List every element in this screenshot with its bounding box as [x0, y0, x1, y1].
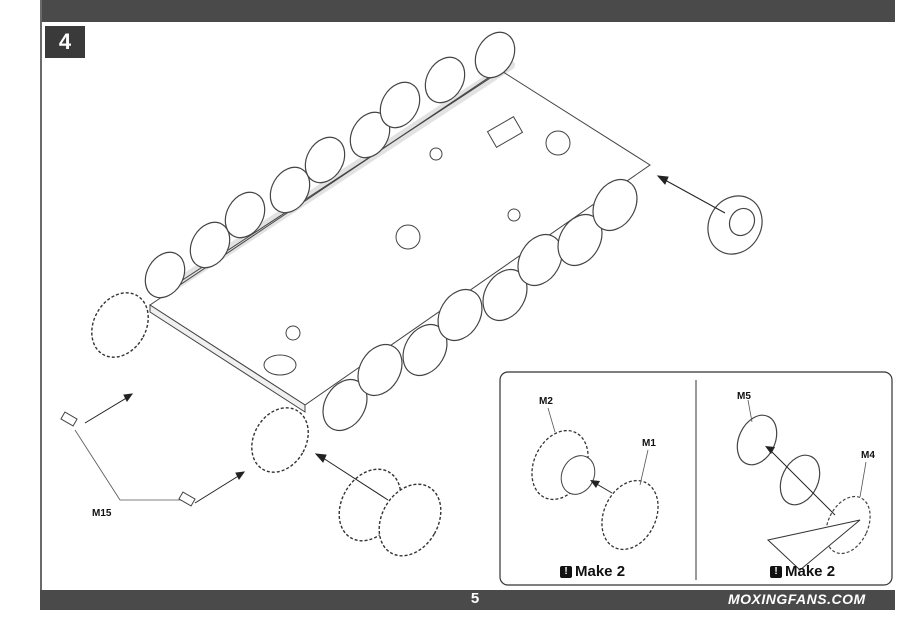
exclamation-icon: ! [770, 565, 782, 578]
part-label-m1: M1 [642, 438, 656, 449]
top-header-bar [40, 0, 895, 22]
hull-hatch-covers [263, 116, 571, 376]
left-margin-line [40, 0, 42, 610]
m15-leader-lines [74, 429, 185, 501]
part-label-m15: M15 [92, 508, 112, 519]
loose-idler-wheel [707, 195, 763, 255]
part-label-m2: M2 [539, 396, 553, 407]
paper-plane-mark [766, 519, 861, 571]
part-label-m5: M5 [737, 391, 751, 402]
drive-sprocket-mounted [91, 292, 309, 473]
make-text-left: Make 2 [575, 563, 626, 580]
loose-drive-sprocket [338, 468, 442, 557]
page-number: 5 [470, 590, 480, 607]
track-adjuster-parts [60, 411, 196, 507]
exclamation-icon: ! [560, 565, 572, 578]
site-watermark: MOXINGFANS.COM [728, 591, 866, 607]
make-instruction-right: ! Make 2 [770, 563, 835, 580]
far-side-road-wheels [144, 31, 516, 299]
part-label-m4: M4 [861, 450, 875, 461]
make-instruction-left: ! Make 2 [560, 563, 625, 580]
assembly-arrows [84, 175, 726, 504]
step-number-badge: 4 [45, 26, 85, 58]
make-text-right: Make 2 [785, 563, 836, 580]
bottom-footer-bar [40, 590, 895, 610]
hull-side-strip [149, 304, 306, 413]
near-side-road-wheels [322, 178, 638, 432]
